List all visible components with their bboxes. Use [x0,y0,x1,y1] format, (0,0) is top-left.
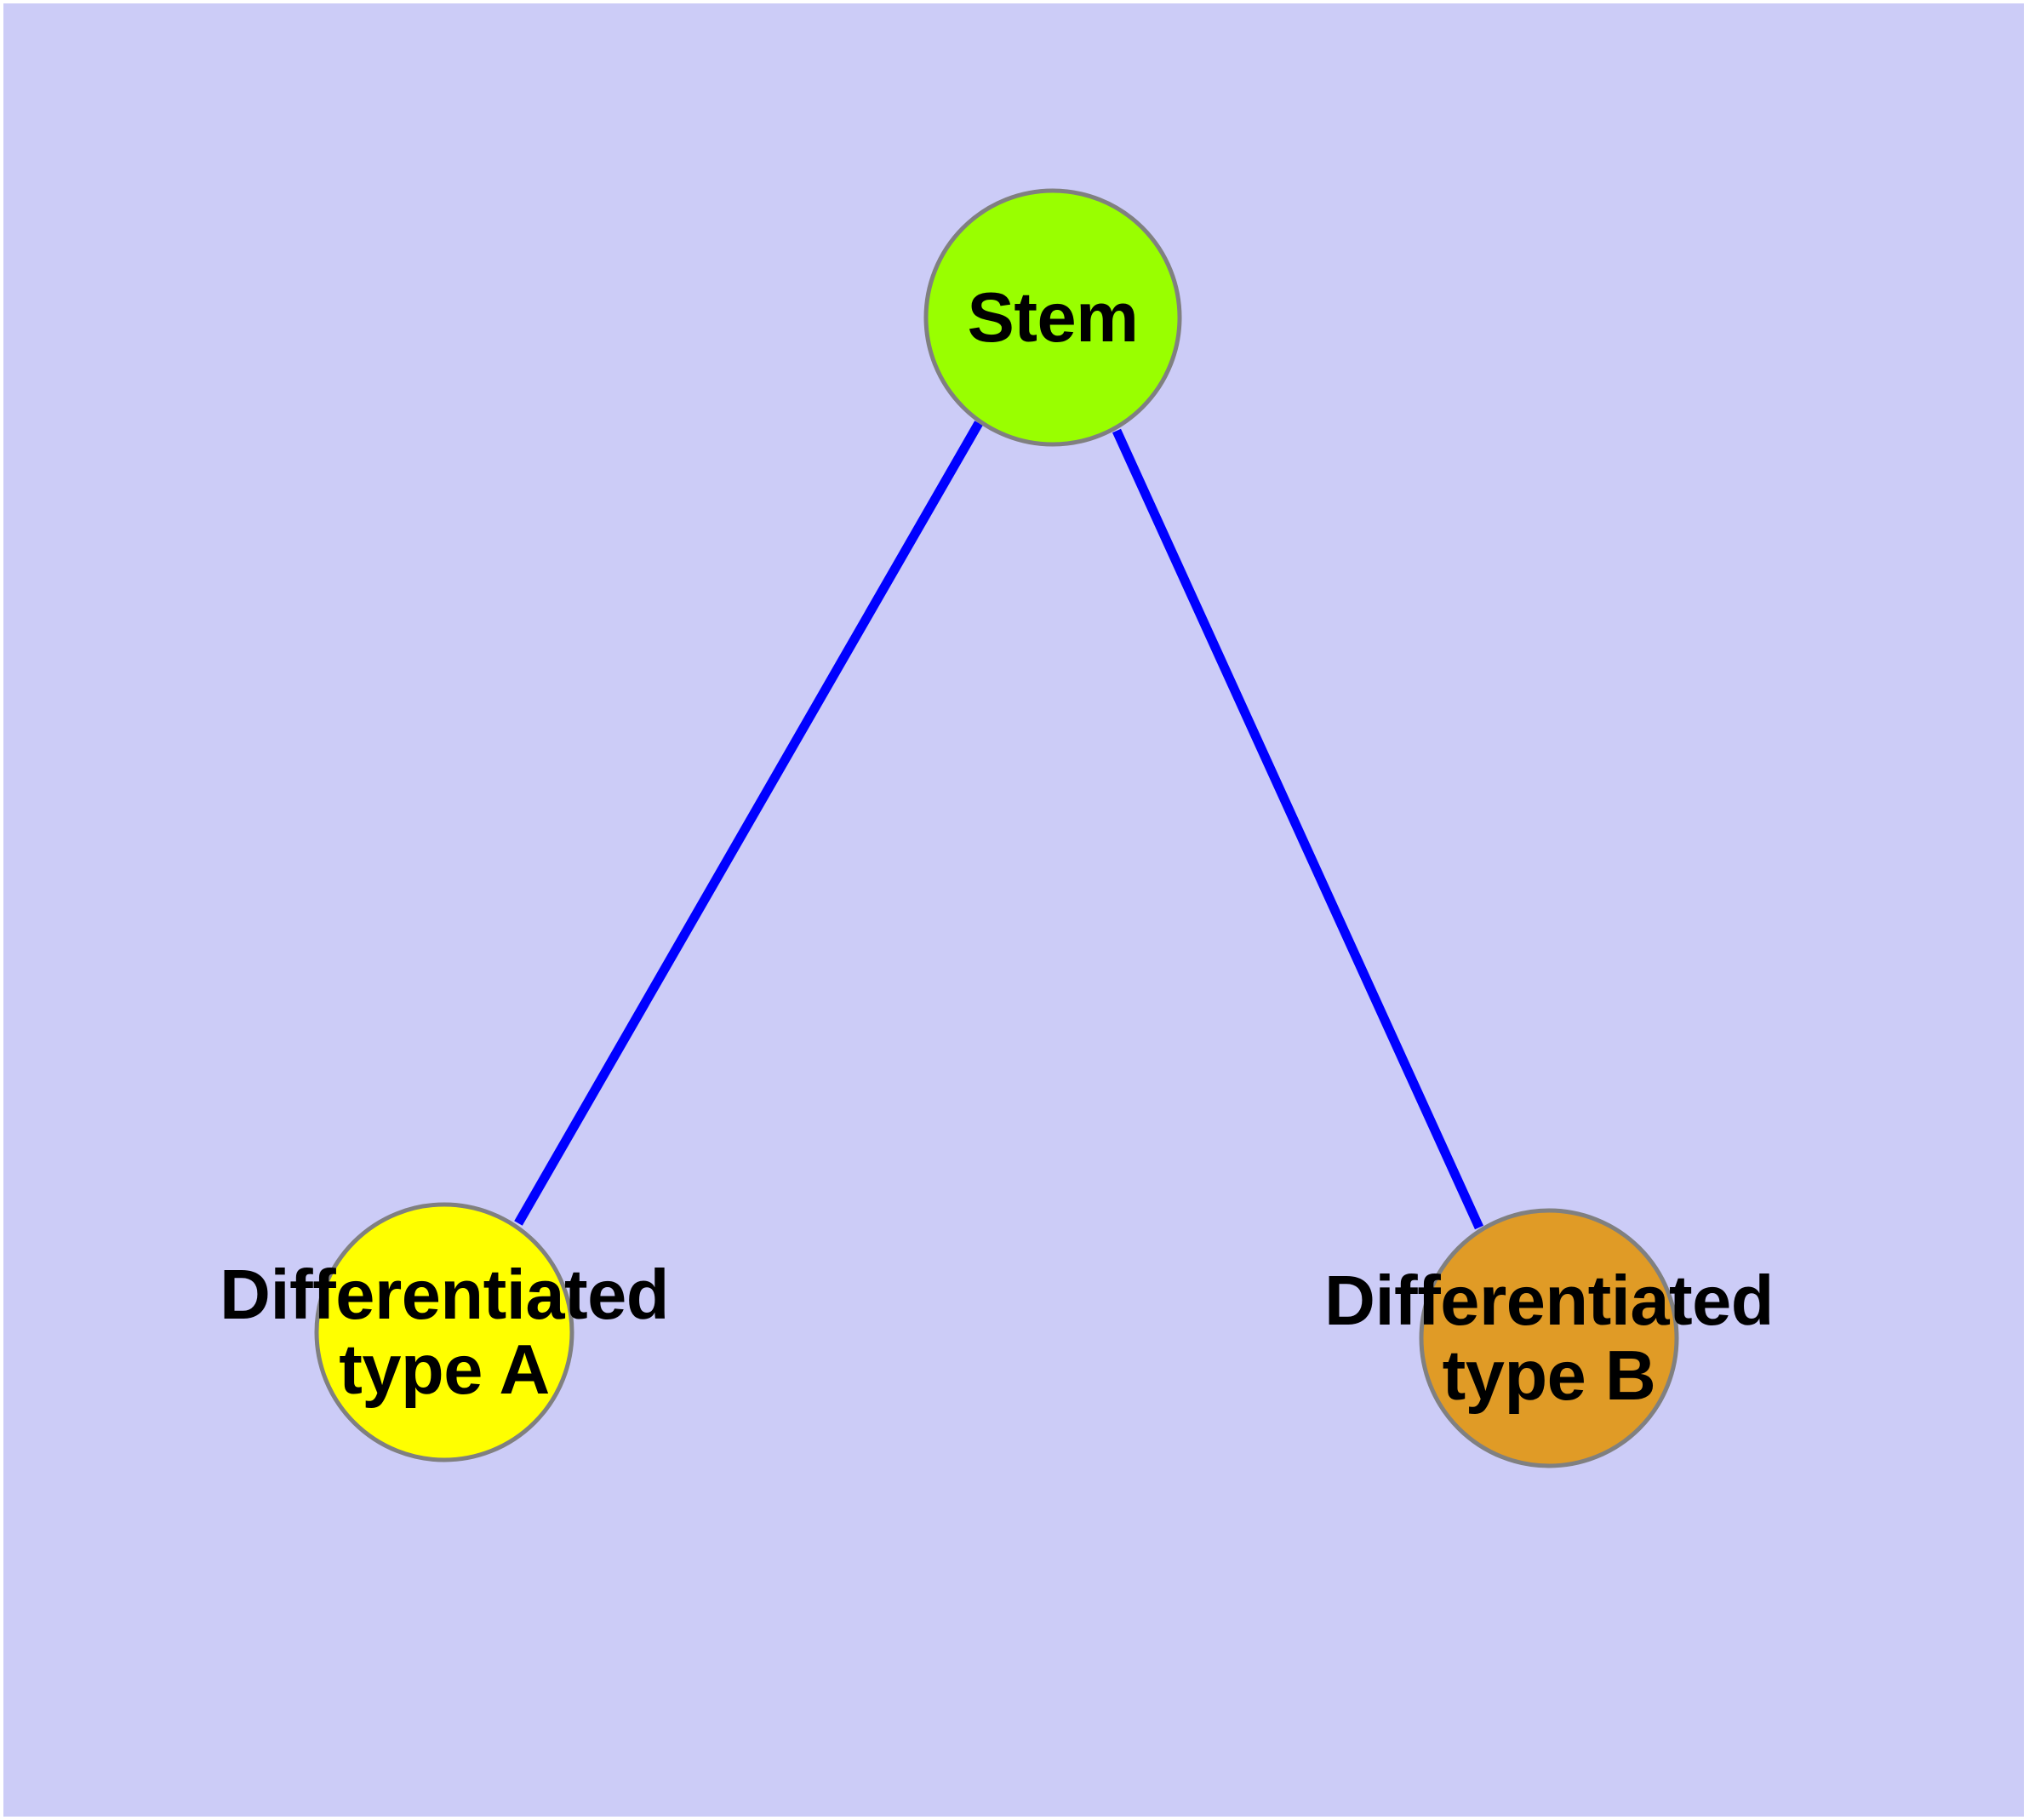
edge-stem-to-differentiated-type-a [514,421,983,1226]
edge-stem-to-differentiated-type-b [1112,428,1484,1230]
node-differentiated-type-b[interactable] [1419,1208,1679,1468]
node-differentiated-type-a[interactable] [314,1202,574,1462]
node-stem[interactable] [923,188,1182,447]
edge-layer [514,421,1484,1230]
node-layer [314,188,1679,1468]
